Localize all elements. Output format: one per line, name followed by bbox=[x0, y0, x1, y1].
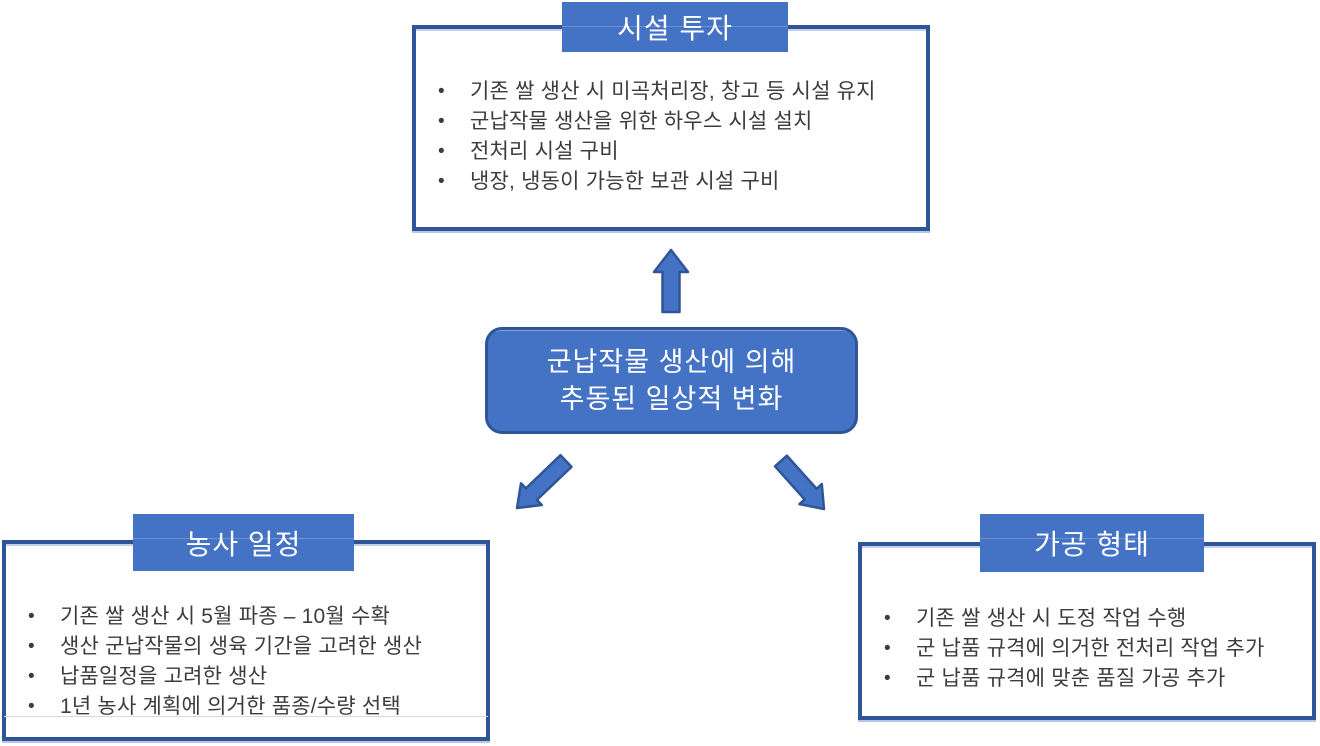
central-change-node: 군납작물 생산에 의해 추동된 일상적 변화 bbox=[485, 327, 858, 434]
facility-bullet-1: 기존 쌀 생산 시 미곡처리장, 창고 등 시설 유지 bbox=[416, 77, 926, 107]
processing-bullet-list: 기존 쌀 생산 시 도정 작업 수행 군 납품 규격에 의거한 전처리 작업 추… bbox=[862, 604, 1312, 694]
facility-investment-box: 기존 쌀 생산 시 미곡처리장, 창고 등 시설 유지 군납작물 생산을 위한 … bbox=[412, 25, 930, 231]
facility-bullet-3: 전처리 시설 구비 bbox=[416, 137, 926, 167]
farming-schedule-title-band: 농사 일정 bbox=[133, 514, 354, 571]
farming-schedule-box: 기존 쌀 생산 시 5월 파종 – 10월 수확 생산 군납작물의 생육 기간을… bbox=[2, 540, 490, 741]
block-arrow-up-icon bbox=[652, 248, 690, 314]
processing-type-title: 가공 형태 bbox=[1034, 529, 1150, 560]
facility-investment-title-band: 시설 투자 bbox=[562, 2, 788, 52]
facility-bullet-4: 냉장, 냉동이 가능한 보관 시설 구비 bbox=[416, 167, 926, 197]
schedule-bullet-2: 생산 군납작물의 생육 기간을 고려한 생산 bbox=[6, 632, 486, 662]
schedule-bullet-1: 기존 쌀 생산 시 5월 파종 – 10월 수확 bbox=[6, 602, 486, 632]
schedule-bullet-3: 납품일정을 고려한 생산 bbox=[6, 662, 486, 692]
faint-divider-line bbox=[4, 716, 488, 717]
block-arrow-down-right-icon bbox=[773, 454, 826, 511]
processing-type-title-band: 가공 형태 bbox=[980, 514, 1204, 572]
schedule-bullet-4: 1년 농사 계획에 의거한 품종/수량 선택 bbox=[6, 692, 486, 722]
facility-investment-title: 시설 투자 bbox=[617, 13, 733, 44]
block-arrow-down-left-icon bbox=[515, 453, 573, 510]
schedule-bullet-list: 기존 쌀 생산 시 5월 파종 – 10월 수확 생산 군납작물의 생육 기간을… bbox=[6, 602, 486, 722]
farming-schedule-title: 농사 일정 bbox=[185, 528, 302, 560]
facility-bullet-2: 군납작물 생산을 위한 하우스 시설 설치 bbox=[416, 107, 926, 137]
processing-bullet-2: 군 납품 규격에 의거한 전처리 작업 추가 bbox=[862, 634, 1312, 664]
facility-bullet-list: 기존 쌀 생산 시 미곡처리장, 창고 등 시설 유지 군납작물 생산을 위한 … bbox=[416, 77, 926, 197]
processing-bullet-1: 기존 쌀 생산 시 도정 작업 수행 bbox=[862, 604, 1312, 634]
processing-bullet-3: 군 납품 규격에 맞춘 품질 가공 추가 bbox=[862, 664, 1312, 694]
